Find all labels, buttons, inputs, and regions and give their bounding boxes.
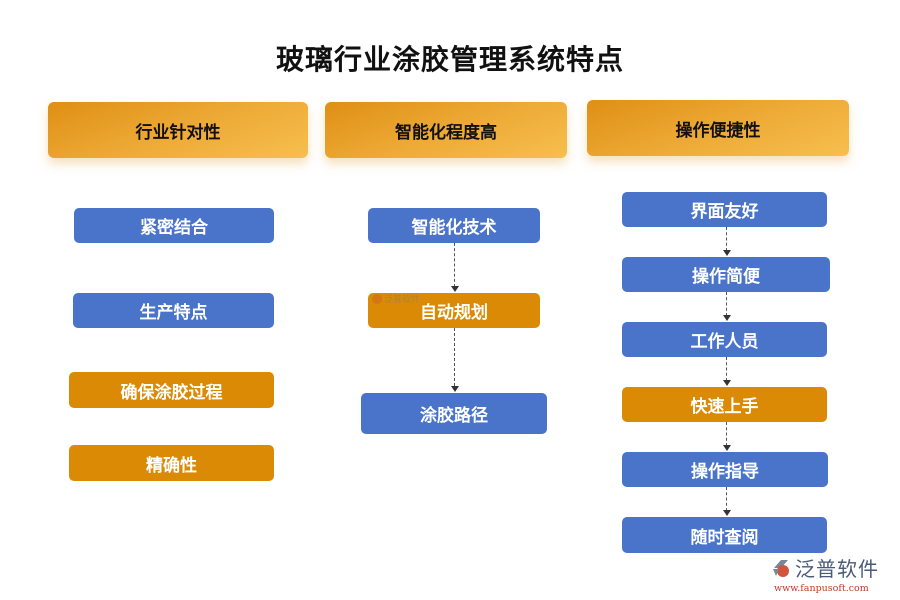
arrowhead-icon xyxy=(723,510,731,516)
connector-arrow xyxy=(726,227,727,251)
node-production-characteristics: 生产特点 xyxy=(73,293,274,328)
node-staff: 工作人员 xyxy=(622,322,827,357)
brand-name: 泛普软件 xyxy=(795,557,879,581)
header-high-intelligence: 智能化程度高 xyxy=(325,102,567,158)
node-quick-start: 快速上手 xyxy=(622,387,827,422)
header-ease-of-operation: 操作便捷性 xyxy=(587,100,849,156)
connector-arrow xyxy=(726,292,727,316)
arrowhead-icon xyxy=(723,445,731,451)
arrowhead-icon xyxy=(451,386,459,392)
arrowhead-icon xyxy=(723,380,731,386)
node-friendly-interface: 界面友好 xyxy=(622,192,827,227)
node-close-integration: 紧密结合 xyxy=(74,208,274,243)
arrowhead-icon xyxy=(723,315,731,321)
connector-arrow xyxy=(454,328,455,386)
node-simple-operation: 操作简便 xyxy=(622,257,830,292)
connector-arrow xyxy=(726,422,727,446)
diagram-title: 玻璃行业涂胶管理系统特点 xyxy=(275,43,624,76)
arrowhead-icon xyxy=(451,286,459,292)
brand-logo-icon xyxy=(770,557,792,579)
header-industry-specificity: 行业针对性 xyxy=(48,102,308,158)
connector-arrow xyxy=(726,357,727,381)
node-gluing-path: 涂胶路径 xyxy=(361,393,547,434)
node-auto-planning: 自动规划 xyxy=(368,293,540,328)
node-consult-anytime: 随时查阅 xyxy=(622,517,827,553)
brand-logo: 泛普软件 www.fanpusoft.com xyxy=(770,553,895,598)
connector-arrow xyxy=(454,243,455,287)
node-precision: 精确性 xyxy=(69,445,274,481)
connector-arrow xyxy=(726,487,727,511)
brand-url: www.fanpusoft.com xyxy=(774,583,869,594)
node-operation-guide: 操作指导 xyxy=(622,452,828,487)
node-ensure-gluing-process: 确保涂胶过程 xyxy=(69,372,274,408)
arrowhead-icon xyxy=(723,250,731,256)
node-intelligent-technology: 智能化技术 xyxy=(368,208,540,243)
